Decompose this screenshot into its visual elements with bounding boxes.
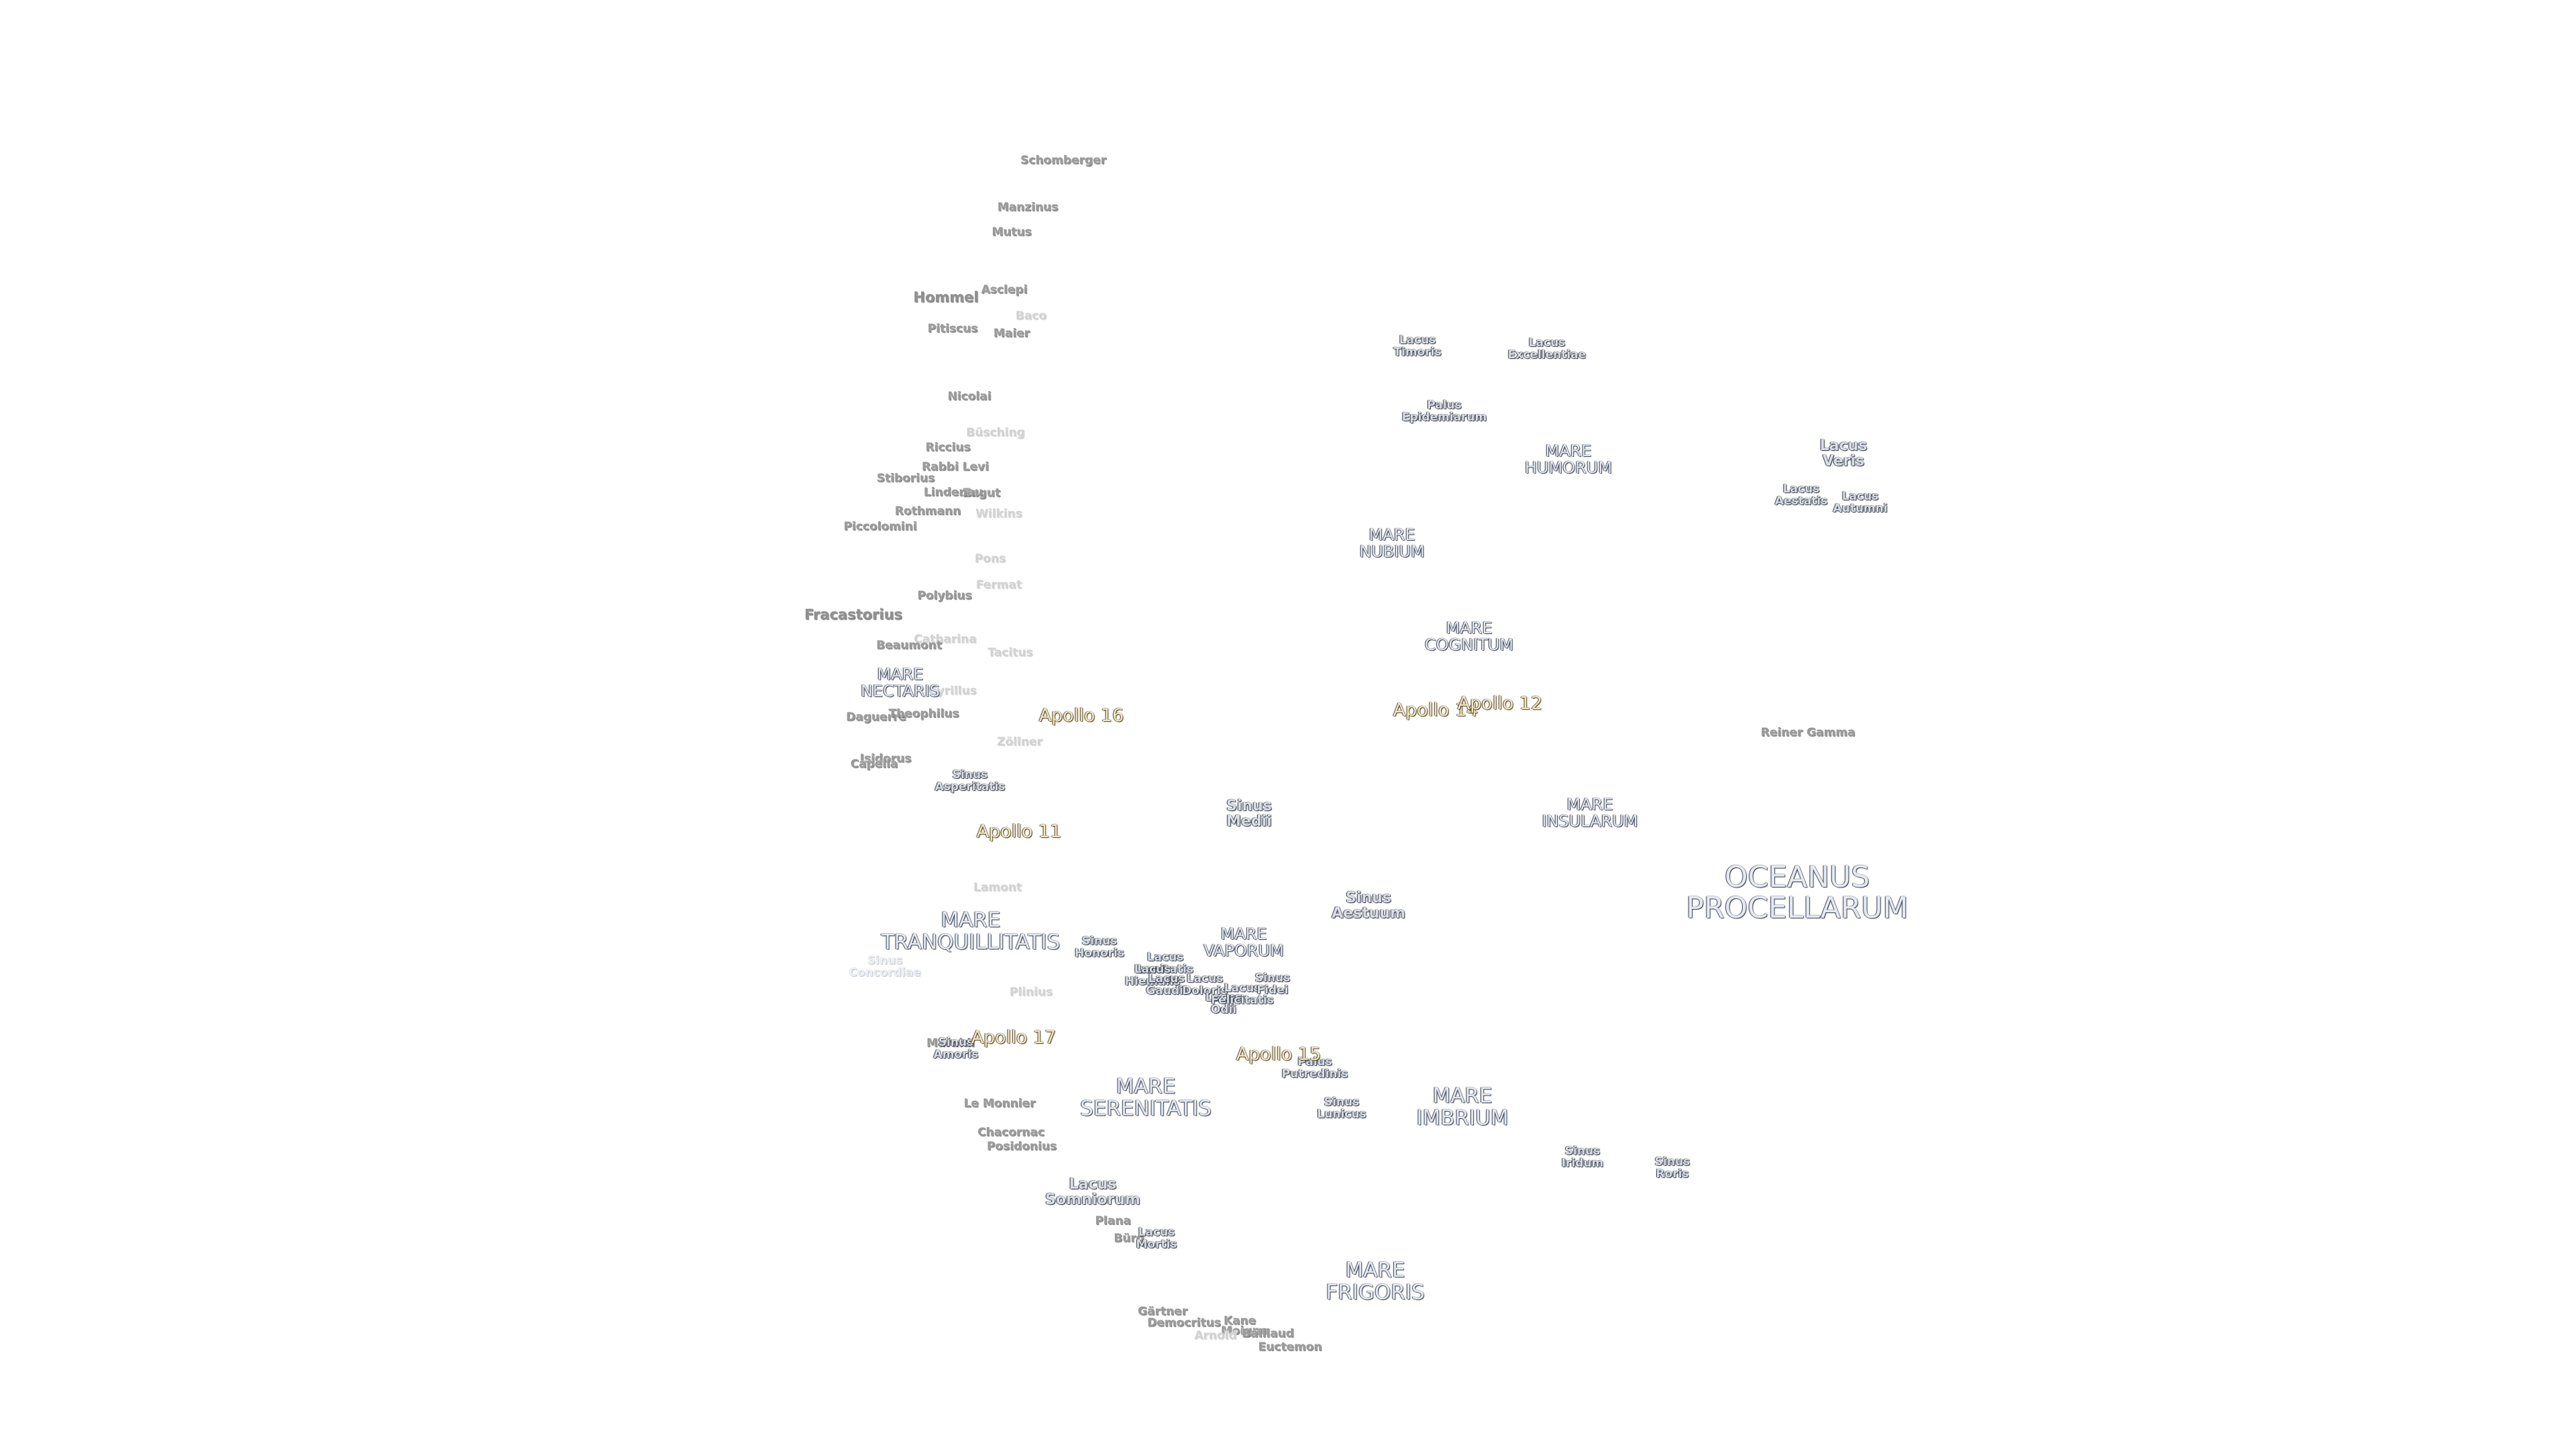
mare-label-frigoris: MARE FRIGORIS [1326, 1258, 1425, 1304]
crater-label-mutus: Mutus [991, 225, 1032, 239]
feature-label-lacus-autumni: Lacus Autumni [1833, 490, 1888, 515]
feature-label-sinus-lunicus: Sinus Lunicus [1317, 1095, 1366, 1121]
crater-label-beaumont: Beaumont [876, 639, 942, 653]
feature-label-sinus-iridum: Sinus Iridum [1561, 1144, 1604, 1170]
crater-label-pitiscus: Pitiscus [927, 322, 978, 336]
crater-label-theophilus: Theophilus [888, 707, 959, 721]
mare-label-nectaris: MARE NECTARIS [860, 664, 941, 700]
crater-label-schomberger: Schomberger [1020, 154, 1106, 168]
feature-label-lacus-doloris: Lacus Doloris [1182, 972, 1228, 998]
crater-label-polybius: Polybius [917, 589, 972, 603]
crater-label-manzinus: Manzinus [997, 201, 1059, 215]
crater-label-fermat: Fermat [975, 578, 1022, 592]
mare-label-serenitatis: MARE SERENITATIS [1080, 1074, 1212, 1120]
crater-label-stiborius: Stiborius [876, 472, 935, 486]
crater-label-pons: Pons [974, 552, 1006, 566]
feature-label-sinus-aestuum: Sinus Aestuum [1332, 889, 1405, 922]
crater-label-fracastorius: Fracastorius [804, 606, 903, 623]
feature-label-palus-putredinis: Palus Putredinis [1281, 1055, 1348, 1081]
crater-label-wilkins: Wilkins [975, 507, 1022, 521]
crater-label-lindenau: Lindenau [923, 486, 983, 500]
crater-label-moigno: Moigno [1220, 1324, 1269, 1338]
crater-label-democritus: Democritus [1147, 1316, 1221, 1330]
feature-label-palus-epidemiarum: Palus Epidemiarum [1401, 398, 1487, 424]
crater-label-le-monnier: Le Monnier [963, 1097, 1036, 1111]
feature-label-sinus-amoris: Sinus Amoris [933, 1036, 979, 1061]
crater-label-burg: Bürg [1114, 1232, 1144, 1246]
crater-label-catharina: Catharina [914, 633, 977, 647]
mare-label-tranquillitatis: MARE TRANQUILLITATIS [881, 908, 1061, 954]
crater-label-kane: Kane [1223, 1314, 1256, 1328]
crater-label-maier: Maier [993, 327, 1030, 341]
crater-label-zollner: Zöllner [997, 735, 1042, 749]
crater-label-rabbi-levi: Rabbi Levi [922, 460, 989, 474]
mare-label-imbrium: MARE IMBRIUM [1416, 1083, 1509, 1130]
crater-label-zagut: Zagut [962, 486, 1001, 500]
mare-label-cognitum: MARE COGNITUM [1424, 618, 1514, 654]
crater-label-reiner-gamma: Reiner Gamma [1760, 726, 1856, 740]
feature-label-sinus-roris: Sinus Roris [1654, 1155, 1690, 1181]
crater-label-gartner: Gärtner [1138, 1305, 1187, 1319]
feature-label-sinus-honoris: Sinus Honoris [1074, 934, 1125, 960]
crater-label-euctemon: Euctemon [1258, 1340, 1322, 1354]
apollo-16-site-label: Apollo 16 [1038, 704, 1124, 726]
crater-label-lamont: Lamont [973, 881, 1022, 895]
mare-label-insularum: MARE INSULARUM [1542, 794, 1638, 830]
crater-label-riccius: Riccius [925, 441, 971, 455]
feature-label-lacus-odii: Lacus Odii [1205, 991, 1242, 1016]
crater-label-asclepi: Asclepi [981, 283, 1028, 297]
crater-label-plana: Plana [1095, 1214, 1131, 1228]
crater-label-daguerre: Daguerre [846, 710, 906, 724]
crater-label-busching: Büsching [966, 426, 1025, 440]
apollo-11-site-label: Apollo 11 [976, 820, 1062, 842]
crater-label-hommel: Hommel [913, 288, 979, 305]
apollo-17-site-label: Apollo 17 [971, 1026, 1057, 1048]
feature-label-lacus-hiemalis: Lacus Hiemalis [1124, 963, 1181, 988]
feature-label-lacus-timoris: Lacus Timoris [1393, 333, 1442, 359]
crater-label-baillaud: Baillaud [1242, 1327, 1294, 1341]
crater-label-nicolai: Nicolai [947, 390, 991, 404]
feature-label-sinus-fidei: Sinus Fidei [1254, 971, 1291, 997]
crater-label-plinius: Plinius [1009, 985, 1053, 1000]
feature-label-sinus-concordiae: Sinus Concordiae [849, 954, 921, 979]
apollo-14-site-label: Apollo 14 [1393, 699, 1479, 720]
oceanus-label-procellarum: OCEANUS PROCELLARUM [1686, 859, 1909, 925]
feature-label-sinus-asperitatis: Sinus Asperitatis [934, 768, 1006, 794]
feature-label-lacus-somniorum: Lacus Somniorum [1045, 1175, 1140, 1208]
feature-label-lacus-veris: Lacus Veris [1819, 437, 1868, 470]
crater-label-arnold: Arnold [1194, 1329, 1237, 1343]
crater-label-capella: Capella [850, 757, 898, 771]
feature-label-lacus-excellentiae: Lacus Excellentiae [1507, 336, 1587, 362]
apollo-12-site-label: Apollo 12 [1457, 692, 1543, 714]
crater-label-maraldi: Maraldi [926, 1036, 975, 1051]
feature-label-lacus-lenitatis: Lacus Lenitatis [1137, 951, 1193, 976]
feature-label-sinus-medii: Sinus Medii [1226, 797, 1272, 830]
mare-label-nubium: MARE NUBIUM [1359, 525, 1425, 561]
crater-label-isidorus: Isidorus [859, 752, 912, 766]
mare-label-vaporum: MARE VAPORUM [1203, 924, 1284, 960]
crater-label-rothmann: Rothmann [894, 504, 961, 519]
crater-label-piccolomini: Piccolomini [843, 520, 917, 534]
crater-label-chacornac: Chacornac [977, 1126, 1044, 1140]
mare-label-humorum: MARE HUMORUM [1524, 441, 1613, 477]
crater-label-baco: Baco [1015, 309, 1047, 323]
apollo-15-site-label: Apollo 15 [1236, 1043, 1322, 1065]
feature-label-lacus-aestatis: Lacus Aestatis [1774, 482, 1828, 508]
feature-label-lacus-gaudii: Lacus Gaudii [1146, 972, 1187, 998]
feature-label-lacus-felicitatis: Lacus Felicitatis [1211, 981, 1274, 1007]
feature-label-lacus-mortis: Lacus Mortis [1136, 1226, 1177, 1251]
crater-label-posidonius: Posidonius [986, 1140, 1057, 1154]
crater-label-cyrillus: Cyrillus [928, 684, 977, 698]
crater-label-tacitus: Tacitus [987, 646, 1033, 660]
